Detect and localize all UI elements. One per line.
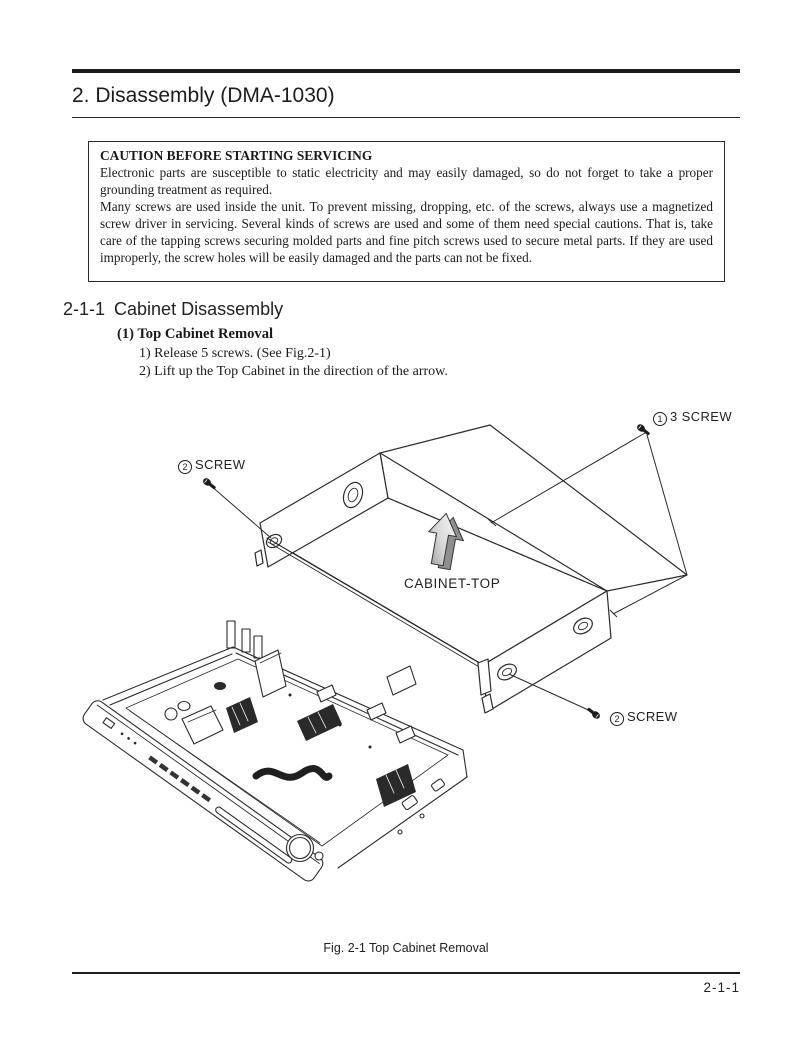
screw-icon-top-right <box>637 424 650 436</box>
circled-number-1: 1 <box>653 412 667 426</box>
step-1: 1) Release 5 screws. (See Fig.2-1) <box>139 346 331 361</box>
page-number: 2-1-1 <box>703 980 740 995</box>
title-underline <box>72 117 740 118</box>
figure-caption: Fig. 2-1 Top Cabinet Removal <box>323 941 489 955</box>
exploded-view-drawing <box>82 424 688 882</box>
callout-3-screw-text: 3 SCREW <box>670 409 733 424</box>
section-title: Cabinet Disassembly <box>114 299 284 319</box>
callout-screw-top-left-text: SCREW <box>195 457 246 472</box>
section-number: 2-1-1 <box>63 299 106 319</box>
top-rule <box>72 69 740 73</box>
screw-icon-bottom-right <box>587 707 600 719</box>
page-title: 2. Disassembly (DMA-1030) <box>72 84 335 107</box>
cabinet-top-label: CABINET-TOP <box>404 576 501 591</box>
circled-number-2a: 2 <box>178 460 192 474</box>
screw-icons <box>203 424 650 719</box>
caution-box: CAUTION BEFORE STARTING SERVICING Electr… <box>88 141 725 282</box>
callout-screw-bottom-right-text: SCREW <box>627 709 678 724</box>
chassis-drawing <box>82 620 468 882</box>
top-cabinet-drawing <box>254 424 688 714</box>
section-heading: 2-1-1 Cabinet Disassembly <box>63 299 283 320</box>
circled-number-2b: 2 <box>610 712 624 726</box>
subsection-heading: (1) Top Cabinet Removal <box>117 326 274 342</box>
bottom-rule <box>72 972 740 974</box>
leader-lines <box>209 432 688 714</box>
caution-paragraph-1: Electronic parts are susceptible to stat… <box>100 165 713 198</box>
lift-arrow <box>427 512 465 571</box>
caution-paragraph-2: Many screws are used inside the unit. To… <box>100 199 713 266</box>
step-2: 2) Lift up the Top Cabinet in the direct… <box>139 364 448 379</box>
screw-icon-top-left <box>203 478 216 490</box>
caution-heading: CAUTION BEFORE STARTING SERVICING <box>100 148 373 163</box>
